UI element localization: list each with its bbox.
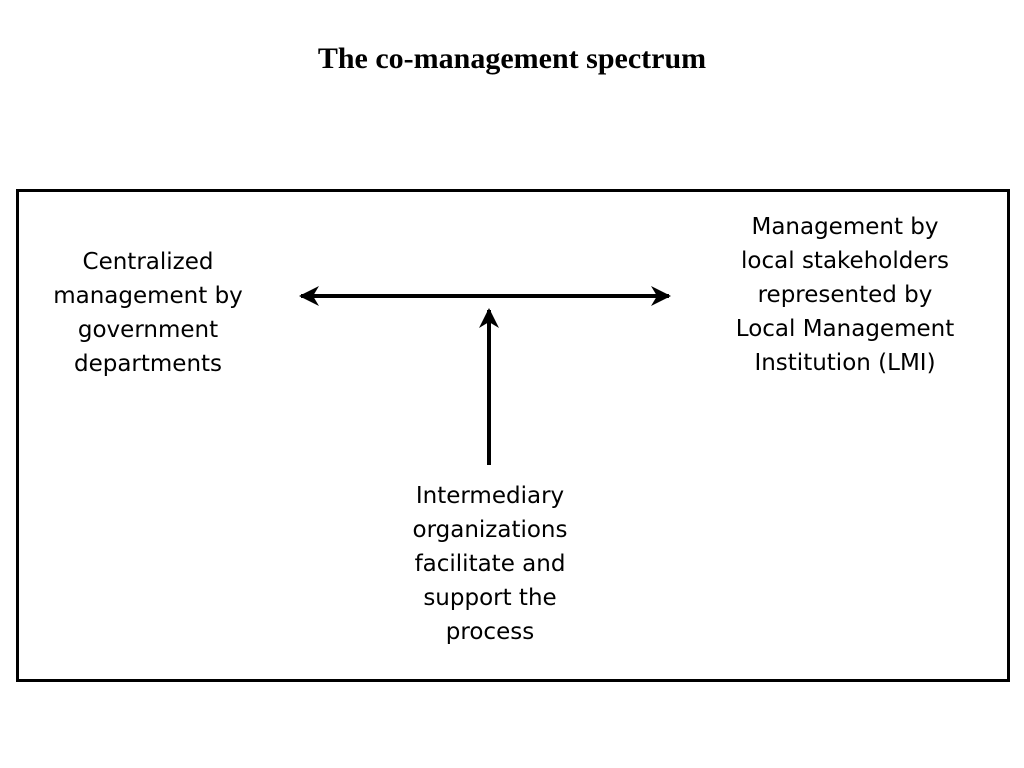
node-line: local stakeholders <box>741 248 949 274</box>
node-line: Local Management <box>735 316 955 342</box>
node-line: facilitate and <box>414 551 566 577</box>
node-line: support the <box>423 585 557 611</box>
node-line: Management by <box>751 214 939 240</box>
node-line: government <box>77 317 219 343</box>
node-line: Centralized <box>82 249 214 275</box>
node-line: departments <box>73 351 223 377</box>
node-line: Institution (LMI) <box>754 350 936 376</box>
page-title: The co-management spectrum <box>317 42 707 75</box>
node-line: represented by <box>757 282 933 308</box>
node-centralized-management: Centralized management by government dep… <box>28 245 268 381</box>
node-line: organizations <box>412 517 568 543</box>
node-local-stakeholder-management: Management by local stakeholders represe… <box>700 210 990 380</box>
diagram-frame <box>16 189 1010 682</box>
node-intermediary-organizations: Intermediary organizations facilitate an… <box>370 479 610 649</box>
node-line: Intermediary <box>415 483 565 509</box>
node-line: management by <box>53 283 243 309</box>
node-line: process <box>445 619 535 645</box>
